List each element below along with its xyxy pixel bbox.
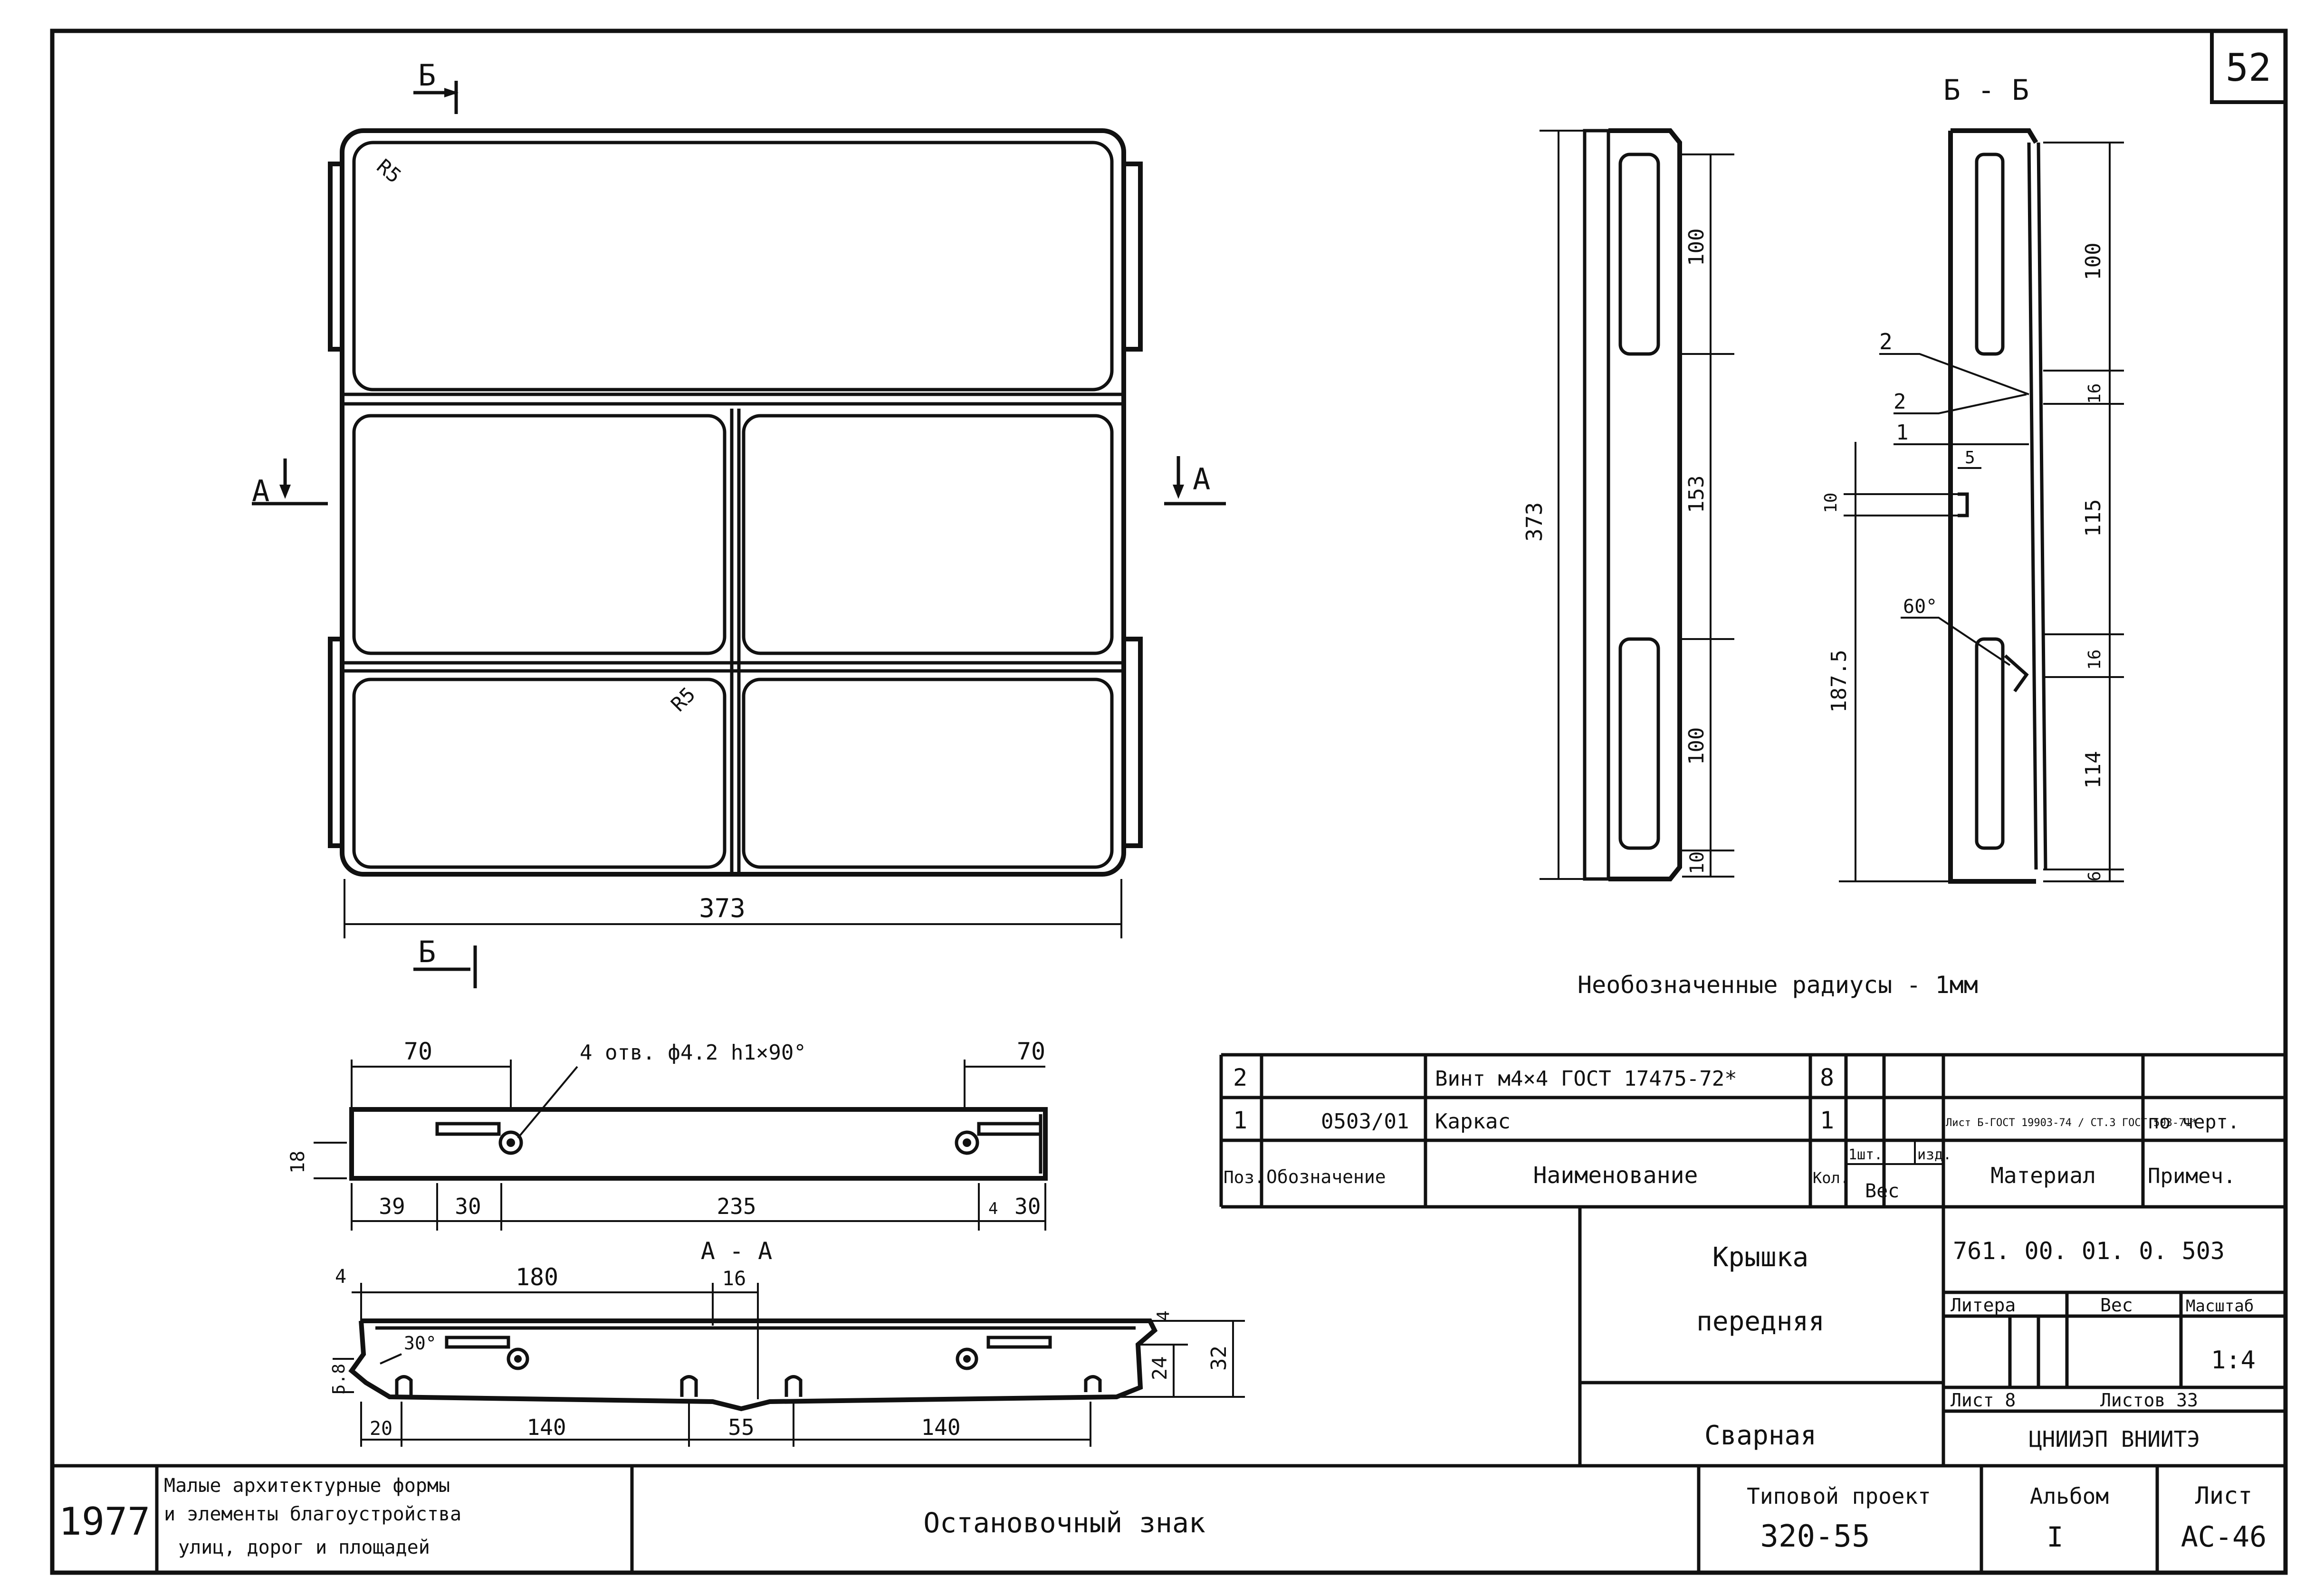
spec-header-mass: Вес [1865, 1180, 1899, 1202]
spec-row2-pos: 2 [1233, 1064, 1247, 1091]
drawing-code: 761. 00. 01. 0. 503 [1953, 1237, 2225, 1265]
aa-angle-30: 30° [404, 1333, 437, 1354]
bb-dim-16a: 16 [2085, 383, 2104, 404]
bottom-view: 70 70 4 отв. ф4.2 h1×90° 18 39 30 235 4 … [287, 1038, 1048, 1231]
spec-row1-pos: 1 [1233, 1107, 1247, 1134]
aa-dim-32: 32 [1207, 1346, 1231, 1371]
part-name-1: Крышка [1712, 1242, 1808, 1273]
radius-label-2: R5 [666, 683, 699, 716]
side-dim-153: 153 [1684, 476, 1709, 513]
sheet-number: 52 [2226, 46, 2271, 90]
leader-2: 2 [1894, 390, 1906, 414]
sheet-label: Лист [2195, 1482, 2252, 1509]
spec-row2-qty: 8 [1820, 1064, 1834, 1091]
bb-dim-114: 114 [2081, 751, 2105, 789]
spec-header-note: Примеч. [2148, 1164, 2236, 1188]
spec-row1-material: Лист Б-ГОСТ 19903-74 / СТ.3 ГОСТ 503-71* [1946, 1117, 2198, 1129]
bottom-dim-39: 39 [379, 1194, 405, 1219]
bottom-dim-70-left: 70 [404, 1038, 432, 1065]
spec-header-qty: Кол. [1813, 1169, 1849, 1187]
section-mark-b-bottom: Б [418, 935, 436, 969]
section-aa: А - А 4 180 16 30° 5.8 4 24 32 20 140 55… [329, 1237, 1245, 1447]
aa-dim-55: 55 [728, 1414, 754, 1440]
masshtab-label: Масштаб [2186, 1297, 2254, 1316]
aa-dim-140b: 140 [921, 1414, 960, 1440]
leader-1: 1 [1896, 420, 1909, 445]
sheet-number-box: 52 [2210, 29, 2287, 104]
section-aa-title: А - А [701, 1237, 773, 1265]
album-label: Альбом [2030, 1483, 2109, 1509]
aa-dim-20: 20 [370, 1418, 392, 1440]
side-dim-100a: 100 [1684, 229, 1709, 266]
spec-header-pos: Поз. [1224, 1168, 1265, 1187]
bottom-dim-30b: 30 [1014, 1194, 1041, 1219]
aa-dim-4: 4 [335, 1266, 346, 1288]
project-number: 320-55 [1760, 1519, 1870, 1554]
bottom-dim-70-right: 70 [1017, 1038, 1045, 1065]
series-line-2: и элементы благоустройства [164, 1503, 461, 1525]
dim-10: 10 [1821, 493, 1841, 513]
sheet-frame [50, 29, 2288, 1575]
spec-header-mass-unit: 1шт. [1848, 1146, 1883, 1163]
scale-value: 1:4 [2211, 1346, 2256, 1375]
note-radii: Необозначенные радиусы - 1мм [1578, 971, 1978, 999]
width-dim: 373 [699, 893, 746, 923]
bb-dim-16b: 16 [2085, 649, 2104, 670]
angle-60: 60° [1903, 596, 1937, 618]
org-label: ЦНИИЭП ВНИИТЭ [2029, 1426, 2200, 1452]
aa-dim-24: 24 [1148, 1356, 1171, 1380]
spec-header-material: Материал [1990, 1163, 2096, 1188]
aa-dim-16: 16 [722, 1267, 746, 1290]
bb-dim-115: 115 [2081, 499, 2105, 537]
aa-dim-140a: 140 [526, 1414, 566, 1440]
side-dim-10: 10 [1686, 851, 1708, 874]
bottom-dim-18: 18 [287, 1151, 309, 1174]
series-line-3: улиц, дорог и площадей [178, 1537, 430, 1558]
list-label: Лист 8 [1951, 1390, 2016, 1411]
bb-dim-6: 6 [2085, 871, 2104, 881]
spec-row1-note: по черт. [2148, 1111, 2239, 1133]
dim-5: 5 [1965, 448, 1975, 468]
bb-dim-100: 100 [2081, 243, 2105, 280]
aa-dim-180: 180 [516, 1263, 558, 1291]
aa-dim-5-8: 5.8 [329, 1364, 349, 1394]
spec-row1-name: Каркас [1435, 1109, 1511, 1134]
radius-label-1: R5 [373, 154, 406, 188]
spec-table: 2 Винт м4×4 ГОСТ 17475-72* 8 1 0503/01 К… [1219, 1053, 2286, 1209]
part-name-2: передняя [1696, 1306, 1825, 1337]
bottom-dim-4: 4 [988, 1199, 998, 1218]
spec-header-designation: Обозначение [1266, 1166, 1386, 1187]
bb-height-dim: 187.5 [1827, 650, 1851, 713]
section-bb-title: Б - Б [1943, 74, 2029, 107]
sheet-code: АС-46 [2181, 1520, 2267, 1554]
section-mark-b-top: Б [418, 58, 436, 93]
side-view: 373 100 153 100 10 [1521, 128, 1734, 881]
spec-header-mass-item: изд. [1917, 1146, 1951, 1163]
album-number: I [2047, 1521, 2064, 1553]
side-height-dim: 373 [1521, 502, 1547, 542]
plan-view: Б Б А А R5 R5 373 [252, 58, 1226, 988]
litera-label: Литера [1951, 1295, 2016, 1316]
year: 1977 [59, 1499, 151, 1544]
listov-label: Листов 33 [2100, 1390, 2198, 1411]
section-bb: Б - Б 100 16 115 16 114 6 187.5 2 2 1 5 … [1578, 74, 2124, 999]
part-type: Сварная [1704, 1420, 1817, 1451]
bottom-dim-235: 235 [717, 1194, 756, 1219]
spec-header-name: Наименование [1533, 1162, 1698, 1189]
project-label: Типовой проект [1747, 1483, 1931, 1509]
series-line-1: Малые архитектурные формы [164, 1475, 450, 1497]
bottom-dim-30a: 30 [455, 1194, 481, 1219]
object-name: Остановочный знак [923, 1507, 1205, 1539]
spec-row1-designation: 0503/01 [1321, 1109, 1409, 1134]
weld-mark: 2 [1879, 329, 1893, 354]
ves-label: Вес [2100, 1295, 2133, 1316]
holes-label: 4 отв. ф4.2 h1×90° [580, 1041, 806, 1065]
side-dim-100b: 100 [1684, 727, 1709, 765]
spec-row1-qty: 1 [1820, 1107, 1834, 1134]
spec-row2-name: Винт м4×4 ГОСТ 17475-72* [1435, 1067, 1737, 1091]
section-mark-a-right: А [1193, 462, 1210, 497]
title-block: Крышка передняя Сварная 761. 00. 01. 0. … [52, 1207, 2286, 1573]
aa-dim-4b: 4 [1154, 1310, 1173, 1321]
